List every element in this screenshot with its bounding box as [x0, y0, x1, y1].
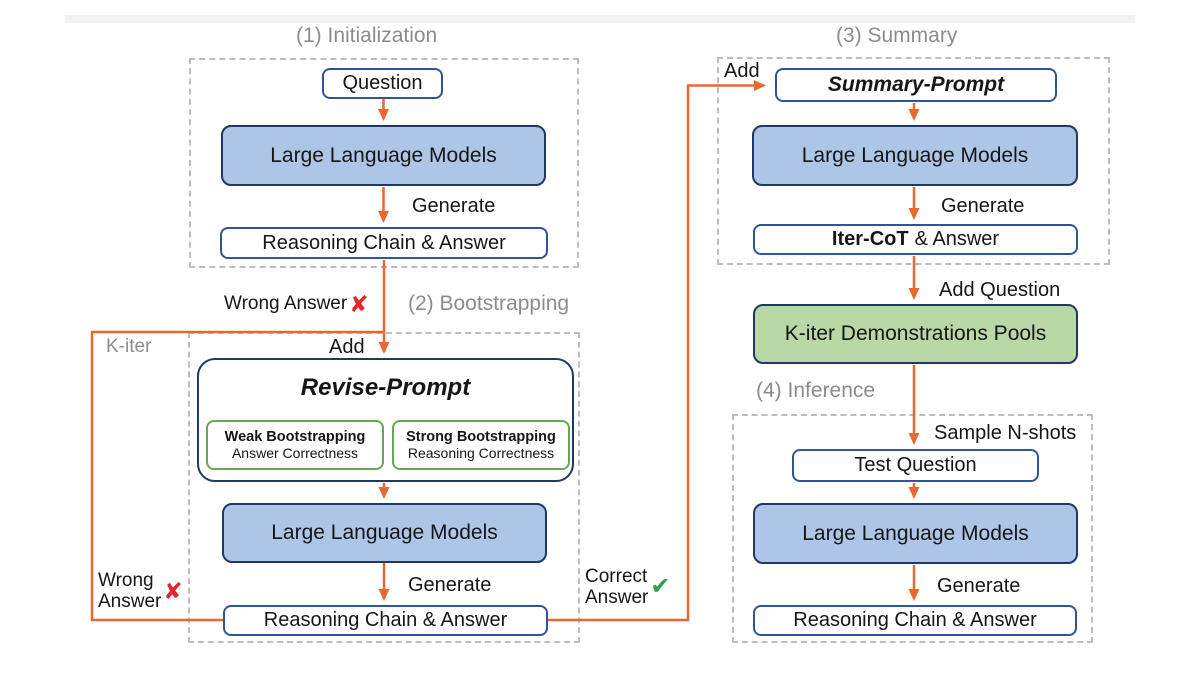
answer-text: Answer [585, 587, 649, 608]
llm-node-boot: Large Language Models [222, 503, 547, 563]
check-icon: ✔ [650, 573, 671, 600]
inference-title: (4) Inference [756, 379, 876, 402]
inference-section-box [732, 414, 1093, 643]
generate-label-infer: Generate [937, 575, 1021, 597]
iter-cot-answer-node: Iter-CoT & Answer [753, 224, 1078, 255]
wrong-text: Wrong [98, 570, 154, 591]
strong-bootstrapping-label: Strong Bootstrapping [406, 428, 556, 445]
question-node: Question [322, 68, 443, 99]
add-label-summary: Add [724, 60, 760, 82]
strong-bootstrapping-box: Strong Bootstrapping Reasoning Correctne… [392, 420, 570, 470]
summary-title: (3) Summary [836, 24, 958, 47]
add-question-label: Add Question [939, 279, 1061, 301]
correct-answer-label: Correct Answer ✔ [585, 566, 670, 608]
reasoning-chain-answer-node-boot: Reasoning Chain & Answer [223, 605, 548, 636]
answer-correctness-label: Answer Correctness [231, 445, 359, 461]
initialization-title: (1) Initialization [296, 24, 438, 47]
generate-label-summary: Generate [941, 195, 1025, 217]
bootstrapping-title: (2) Bootstrapping [408, 292, 570, 315]
wrong-answer-label-top: Wrong Answer ✘ [224, 290, 369, 317]
reasoning-chain-answer-node-infer: Reasoning Chain & Answer [753, 605, 1077, 636]
llm-node-init: Large Language Models [221, 125, 546, 186]
add-label-boot: Add [329, 336, 365, 358]
summary-prompt-node: Summary-Prompt [775, 68, 1057, 102]
revise-prompt-node: Revise-Prompt Weak Bootstrapping Answer … [197, 358, 574, 482]
weak-bootstrapping-box: Weak Bootstrapping Answer Correctness [206, 420, 384, 470]
wrong-answer-text: Wrong Answer [224, 293, 348, 314]
cross-icon: ✘ [349, 290, 369, 317]
sample-n-shots-label: Sample N-shots [934, 422, 1077, 444]
llm-node-summary: Large Language Models [752, 125, 1078, 186]
generate-label-init: Generate [412, 195, 496, 217]
test-question-node: Test Question [792, 449, 1039, 482]
reasoning-correctness-label: Reasoning Correctness [407, 445, 555, 461]
cross-icon: ✘ [163, 578, 183, 604]
correct-answer-path [548, 80, 766, 622]
weak-bootstrapping-label: Weak Bootstrapping [224, 428, 366, 445]
iter-cot-answer-label: & Answer [914, 228, 1000, 250]
iter-cot-label: Iter-CoT [831, 228, 909, 250]
correct-text: Correct [585, 566, 648, 587]
generate-label-boot: Generate [408, 574, 492, 596]
k-iter-demonstrations-pools-node: K-iter Demonstrations Pools [753, 304, 1078, 364]
reasoning-chain-answer-node-init: Reasoning Chain & Answer [220, 227, 548, 259]
wrong-answer-label-loop: Wrong Answer ✘ [98, 570, 183, 612]
k-iter-loop-line [90, 330, 383, 622]
llm-node-infer: Large Language Models [753, 503, 1078, 564]
k-iter-label: K-iter [106, 336, 152, 357]
answer-text: Answer [98, 591, 162, 612]
slide-top-edge [65, 15, 1135, 23]
revise-prompt-label: Revise-Prompt [300, 374, 471, 401]
